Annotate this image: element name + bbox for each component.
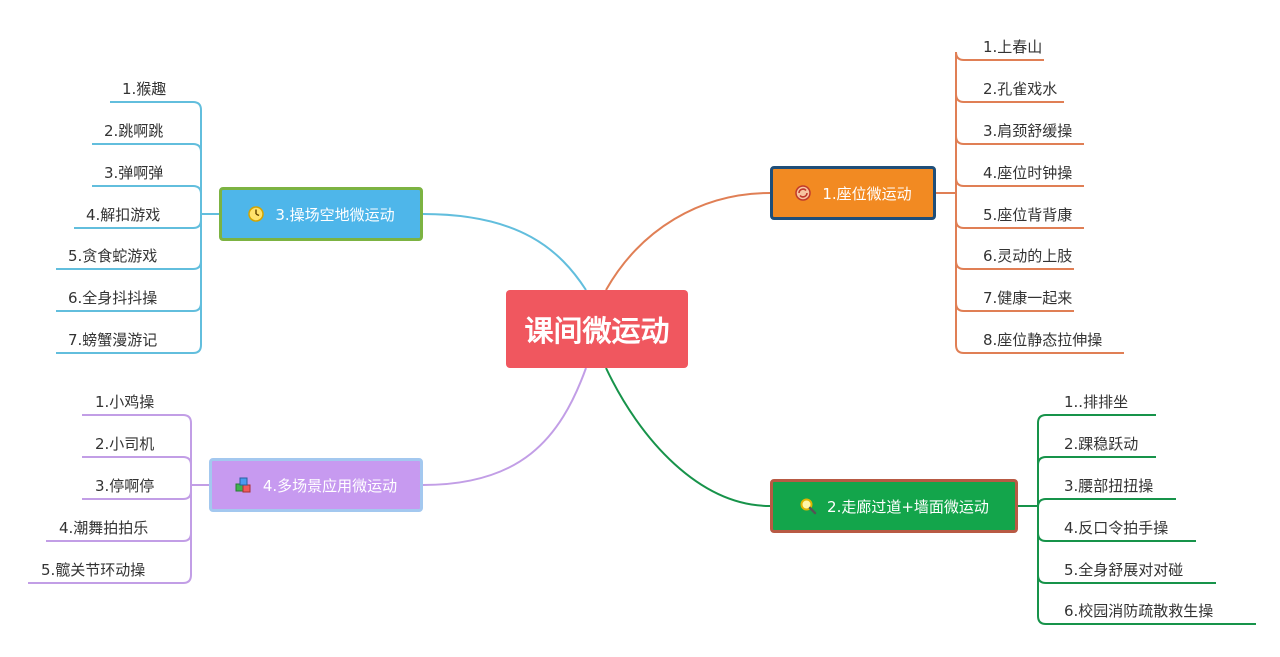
connector-branch-1-leaf: [955, 51, 1044, 193]
leaf-item[interactable]: 4.反口令拍手操: [1064, 519, 1169, 537]
leaf-item[interactable]: 6.校园消防疏散救生操: [1064, 602, 1214, 620]
connector-center-branch-2: [605, 367, 771, 507]
leaf-item[interactable]: 5.髋关节环动操: [41, 561, 146, 579]
leaf-item[interactable]: 1.上春山: [983, 38, 1043, 56]
leaf-item[interactable]: 1..排排坐: [1064, 393, 1129, 411]
branch-corridor-wall-exercise[interactable]: 2.走廊过道+墙面微运动: [770, 479, 1018, 533]
branch-multi-scene-exercise-label: 4.多场景应用微运动: [262, 476, 398, 495]
branch-seat-exercise[interactable]: 1.座位微运动: [770, 166, 936, 220]
clock-icon: [247, 205, 265, 223]
leaf-item[interactable]: 1.猴趣: [122, 80, 167, 98]
connector-branch-1-leaf: [955, 135, 1084, 193]
leaf-item[interactable]: 2.踝稳跃动: [1064, 435, 1139, 453]
connector-branch-3-leaf: [92, 185, 202, 214]
branch-seat-exercise-label: 1.座位微运动: [822, 184, 912, 203]
leaf-item[interactable]: 1.小鸡操: [95, 393, 155, 411]
leaf-item[interactable]: 3.肩颈舒缓操: [983, 122, 1073, 140]
connector-branch-2-leaf: [1037, 456, 1156, 506]
branch-playground-exercise-label: 3.操场空地微运动: [275, 205, 395, 224]
magnifier-icon: [799, 497, 817, 515]
connector-branch-1-leaf: [955, 177, 1084, 193]
leaf-item[interactable]: 7.健康一起来: [983, 289, 1073, 307]
central-topic-label: 课间微运动: [524, 314, 670, 348]
branch-playground-exercise[interactable]: 3.操场空地微运动: [219, 187, 423, 241]
leaf-item[interactable]: 5.全身舒展对对碰: [1064, 561, 1184, 579]
leaf-item[interactable]: 3.停啊停: [95, 477, 155, 495]
leaf-item[interactable]: 3.弹啊弹: [104, 164, 164, 182]
connector-center-branch-1: [605, 192, 771, 291]
leaf-item[interactable]: 4.解扣游戏: [86, 206, 161, 224]
leaf-item[interactable]: 7.螃蟹漫游记: [68, 331, 158, 349]
connector-branch-2-leaf: [1037, 414, 1156, 506]
connector-branch-4-leaf: [82, 414, 192, 485]
connector-branch-3-leaf: [92, 143, 202, 214]
leaf-item[interactable]: 3.腰部扭扭操: [1064, 477, 1154, 495]
connector-center-branch-4: [422, 367, 587, 486]
leaf-item[interactable]: 5.座位背背康: [983, 206, 1073, 224]
connector-branch-2-leaf: [1037, 498, 1176, 508]
branch-corridor-wall-exercise-label: 2.走廊过道+墙面微运动: [827, 497, 989, 516]
branch-multi-scene-exercise[interactable]: 4.多场景应用微运动: [209, 458, 423, 512]
connector-center-branch-3: [422, 213, 587, 291]
leaf-item[interactable]: 6.灵动的上肢: [983, 247, 1073, 265]
leaf-item[interactable]: 4.座位时钟操: [983, 164, 1073, 182]
leaf-item[interactable]: 5.贪食蛇游戏: [68, 247, 158, 265]
leaf-item[interactable]: 2.跳啊跳: [104, 122, 164, 140]
arrows-cycle-icon: [794, 184, 812, 202]
connector-branch-2-leaf: [1037, 506, 1256, 625]
leaf-item[interactable]: 4.潮舞拍拍乐: [59, 519, 149, 537]
leaf-item[interactable]: 6.全身抖抖操: [68, 289, 158, 307]
leaf-item[interactable]: 2.小司机: [95, 435, 155, 453]
connector-branch-4-leaf: [28, 485, 192, 584]
cubes-icon: [235, 476, 253, 494]
leaf-item[interactable]: 8.座位静态拉伸操: [983, 331, 1103, 349]
connector-branch-1-leaf: [955, 193, 1124, 354]
connector-branch-1-leaf: [955, 93, 1064, 193]
connector-branch-3-leaf: [56, 214, 202, 354]
leaf-item[interactable]: 2.孔雀戏水: [983, 80, 1058, 98]
central-topic[interactable]: 课间微运动: [506, 290, 688, 368]
connector-branch-3-leaf: [110, 101, 202, 214]
connector-branch-4-leaf: [82, 456, 192, 485]
